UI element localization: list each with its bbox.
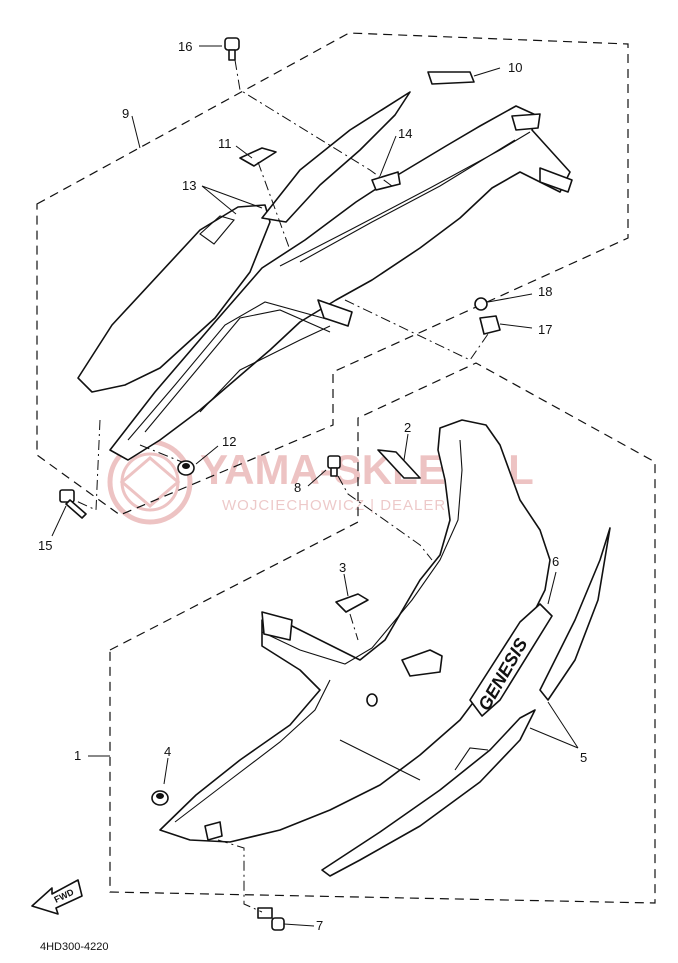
callout-labels: 1 2 3 4 5 6 7 8 9 10 11 12 13 14 15 16 1… [38, 39, 587, 933]
part-9-bracket-tab-c [511, 113, 541, 131]
callout-5: 5 [580, 750, 587, 765]
part-9-rear-cover-ridge [279, 131, 531, 267]
part-2-seal [377, 449, 421, 479]
lower-assembly-boundary [109, 362, 656, 904]
part-9-rear-cover-strut-b [144, 309, 331, 433]
part-13-inner-cover [77, 204, 271, 393]
part-5-decal-upper [539, 527, 611, 701]
callout-18: 18 [538, 284, 552, 299]
part-16-screw [224, 37, 240, 61]
part-5-decal-lower-notch [454, 747, 489, 771]
callout-10: 10 [508, 60, 522, 75]
callout-2: 2 [404, 420, 411, 435]
callout-11: 11 [218, 136, 232, 151]
part-15-bolt [59, 489, 87, 519]
part-1-side-cover [159, 419, 551, 843]
assembly-line-17 [344, 299, 489, 361]
assembly-line-8 [337, 475, 433, 561]
part-1-side-cover-hole [366, 693, 378, 707]
part-11-tape [239, 147, 277, 167]
assembly-line-16 [234, 59, 393, 187]
part-1-side-cover-tab [261, 611, 293, 641]
callout-16: 16 [178, 39, 192, 54]
callout-15: 15 [38, 538, 52, 553]
part-1-side-cover-vent [401, 649, 443, 677]
part-5-decal-lower [321, 709, 536, 877]
drawing-code: 4HD300-4220 [40, 941, 109, 953]
part-1-side-cover-grommet [204, 821, 223, 841]
part-7-bolt [257, 907, 285, 931]
part-3-tape [335, 593, 369, 613]
part-9-rear-cover-fin [261, 91, 411, 223]
callout-13: 13 [182, 178, 196, 193]
part-14-damper [371, 171, 401, 191]
leader-lines [51, 45, 579, 927]
assembly-line-7 [217, 839, 263, 913]
assembly-line-11 [257, 161, 291, 251]
callout-8: 8 [294, 480, 301, 495]
callout-7: 7 [316, 918, 323, 933]
part-9-rear-cover-strut-c [199, 325, 331, 413]
callout-17: 17 [538, 322, 552, 337]
callout-9: 9 [122, 106, 129, 121]
callout-1: 1 [74, 748, 81, 763]
part-9-bracket-tab-a [317, 299, 353, 327]
callout-4: 4 [164, 744, 171, 759]
part-13-inner-cover-notch [199, 215, 235, 245]
part-8-screw [327, 455, 341, 477]
part-9-rear-cover-ridge-b [299, 139, 516, 263]
part-1-side-cover-crease [339, 739, 421, 781]
part-1-side-cover-edge-b [174, 679, 331, 823]
part-12-grommet [177, 460, 195, 476]
callout-3: 3 [339, 560, 346, 575]
callout-12: 12 [222, 434, 236, 449]
part-9-rear-cover-strut-a [127, 301, 331, 441]
part-1-side-cover-edge [261, 439, 463, 665]
callout-6: 6 [552, 554, 559, 569]
upper-assembly-boundary [36, 32, 629, 516]
part-4-grommet [151, 790, 169, 806]
part-9-rear-cover [109, 105, 571, 461]
part-17-nut [479, 315, 501, 335]
assembly-line-12 [139, 444, 183, 463]
assembly-line-15 [73, 419, 101, 511]
callout-14: 14 [398, 126, 412, 141]
part-10-pad [427, 71, 475, 85]
part-9-bracket-tab-b [539, 167, 573, 193]
part-18-bolt [474, 297, 488, 311]
watermark-subtitle: WOJCIECHOWICZ | DEALER YAMAHA [222, 497, 519, 514]
fwd-arrow-icon: FWD [31, 879, 83, 915]
assembly-line-3 [349, 613, 359, 641]
